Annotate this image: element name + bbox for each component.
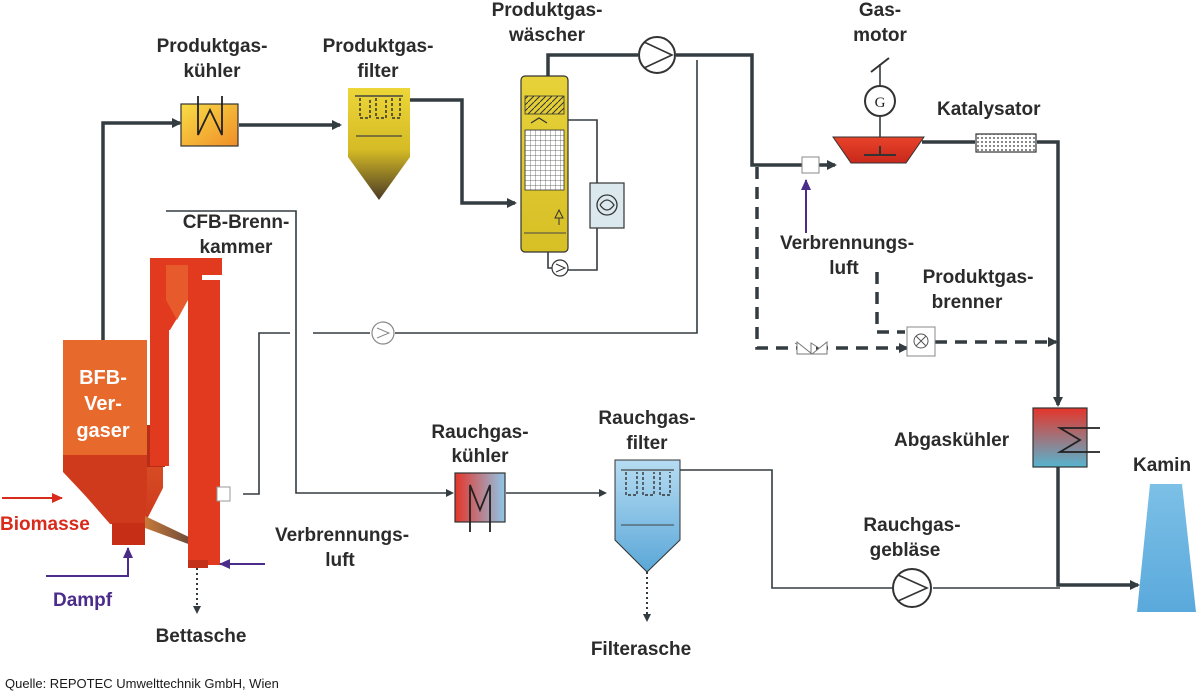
label-filterasche: Filterasche	[591, 639, 691, 660]
label-produktgas-filter-1: Produktgas-	[323, 36, 434, 57]
product-gas-blower	[638, 36, 676, 74]
flow-arrows	[2, 179, 811, 622]
label-rauchgas-filter-2: filter	[626, 433, 668, 454]
label-produktgas-kuehler-2: kühler	[183, 61, 241, 82]
exhaust-gas-cooler	[1032, 407, 1100, 468]
label-verbrennungsluft-top-2: luft	[829, 258, 859, 279]
label-rauchgas-filter-1: Rauchgas-	[598, 408, 695, 429]
label-kamin: Kamin	[1133, 455, 1191, 476]
label-bfb-vergaser-1: BFB-	[79, 367, 127, 389]
label-verbrennungsluft-top-1: Verbrennungs-	[780, 233, 914, 254]
cfb-combustor	[150, 258, 222, 568]
label-verbrennungsluft-bottom-2: luft	[325, 550, 355, 571]
gas-engine	[832, 57, 925, 164]
label-produktgas-waescher-2: wäscher	[508, 25, 586, 46]
product-gas-pipes	[101, 53, 1140, 590]
label-rauchgas-geblaese-2: gebläse	[870, 540, 941, 561]
label-gasmotor-2: motor	[853, 25, 907, 46]
flue-gas-blower	[892, 568, 932, 608]
label-produktgas-waescher-1: Produktgas-	[492, 0, 603, 21]
label-bettasche: Bettasche	[156, 626, 247, 647]
product-gas-filter	[348, 88, 410, 200]
label-biomasse: Biomasse	[0, 514, 90, 535]
label-produktgas-filter-2: filter	[357, 61, 399, 82]
bypass-pipes	[755, 167, 1058, 353]
label-dampf: Dampf	[53, 590, 113, 611]
label-abgaskuehler: Abgaskühler	[894, 430, 1010, 451]
product-gas-scrubber	[520, 75, 625, 277]
label-katalysator: Katalysator	[937, 99, 1041, 120]
label-rauchgas-kuehler-1: Rauchgas-	[431, 422, 528, 443]
flue-gas-cooler	[454, 472, 506, 532]
label-produktgas-kuehler-1: Produktgas-	[157, 36, 268, 57]
bfb-gasifier	[63, 340, 191, 545]
product-gas-cooler	[180, 96, 239, 147]
label-rauchgas-kuehler-2: kühler	[451, 446, 509, 467]
label-rauchgas-geblaese-1: Rauchgas-	[863, 515, 960, 536]
label-gasmotor-1: Gas-	[859, 0, 901, 21]
label-verbrennungsluft-bottom-1: Verbrennungs-	[275, 525, 409, 546]
label-produktgas-brenner-1: Produktgas-	[923, 267, 1034, 288]
stack-kamin	[1137, 484, 1196, 612]
source-credit: Quelle: REPOTEC Umwelttechnik GmbH, Wien	[5, 676, 279, 691]
label-bfb-vergaser-3: gaser	[76, 420, 130, 442]
label-cfb-brennkammer-2: kammer	[200, 237, 273, 258]
thin-lines	[166, 60, 1060, 589]
label-bfb-vergaser-2: Ver-	[84, 393, 122, 415]
flue-gas-filter	[614, 459, 681, 573]
fittings	[216, 156, 936, 502]
catalyst	[975, 133, 1037, 153]
label-cfb-brennkammer-1: CFB-Brenn-	[183, 212, 290, 233]
generator-symbol: G	[875, 95, 886, 111]
label-produktgas-brenner-2: brenner	[932, 292, 1003, 313]
